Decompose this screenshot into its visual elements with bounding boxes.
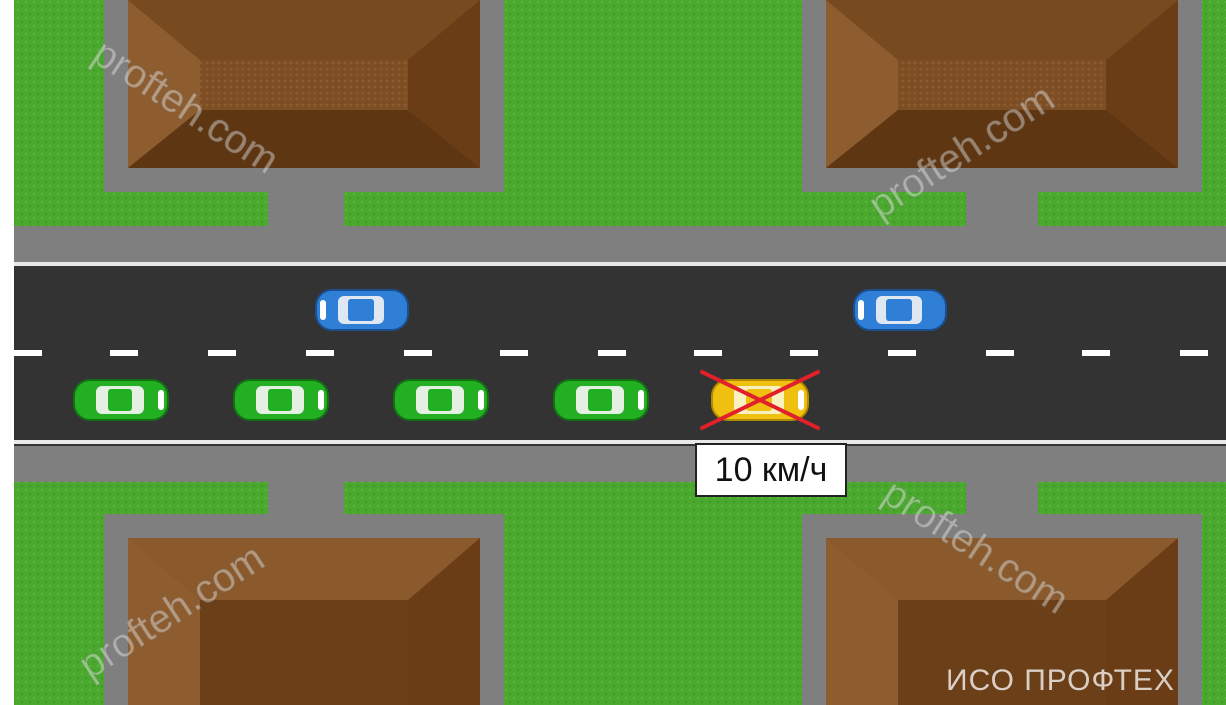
driveway-bottom-right bbox=[966, 478, 1038, 518]
speed-sign: 10 км/ч bbox=[696, 444, 846, 496]
speed-sign-text: 10 км/ч bbox=[715, 451, 828, 489]
green-car-1 bbox=[74, 380, 168, 420]
sidewalk-bottom bbox=[14, 444, 1226, 482]
brand-logo-text: ИСО ПРОФТЕХ bbox=[946, 664, 1175, 697]
blue-car-1 bbox=[316, 290, 408, 330]
blue-car-2 bbox=[854, 290, 946, 330]
green-car-3 bbox=[394, 380, 488, 420]
driveway-top-right bbox=[966, 188, 1038, 230]
green-car-2 bbox=[234, 380, 328, 420]
road-edge-top bbox=[14, 262, 1226, 266]
driveway-top-left bbox=[268, 188, 344, 230]
green-car-4 bbox=[554, 380, 648, 420]
driveway-bottom-left bbox=[268, 478, 344, 518]
sidewalk-top bbox=[14, 226, 1226, 264]
road-edge-bottom bbox=[14, 440, 1226, 444]
